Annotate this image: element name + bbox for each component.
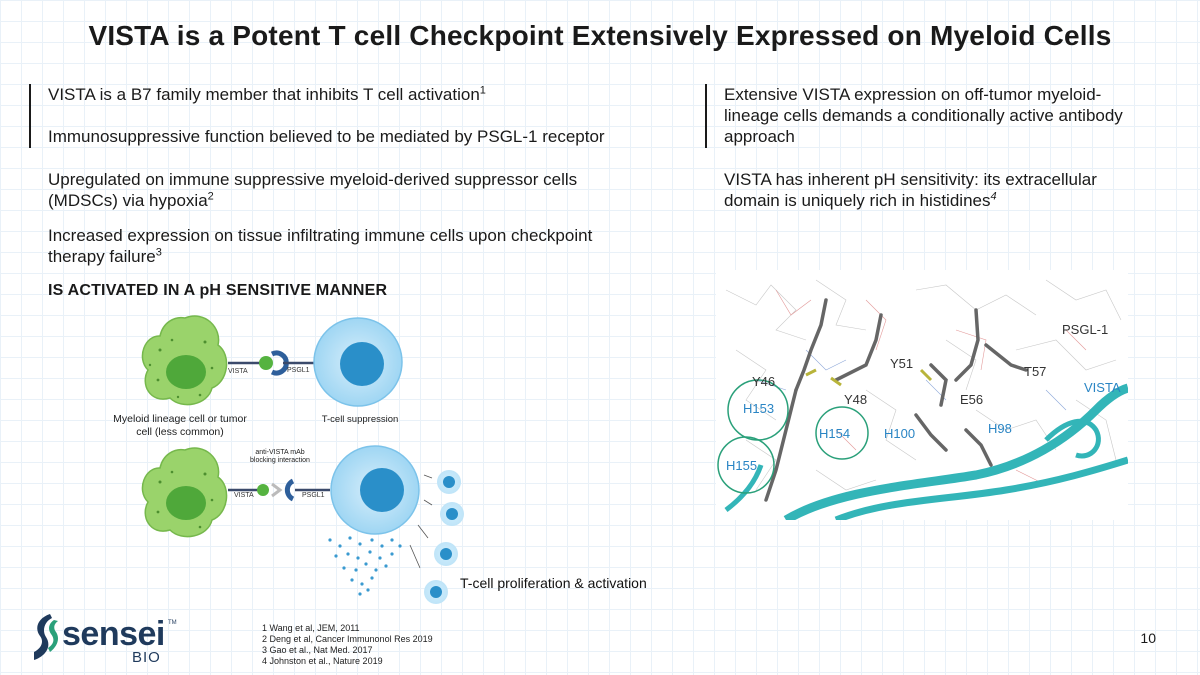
left-point-2: Immunosuppressive function believed to b…	[48, 127, 605, 146]
page-number: 10	[1140, 630, 1156, 646]
psgl1-sticks	[764, 298, 1028, 502]
vista-label-top: VISTA	[228, 368, 248, 375]
proliferation-caption: T-cell proliferation & activation	[460, 575, 647, 591]
tcell-suppression-caption: T-cell suppression	[321, 414, 399, 425]
ph-sensitive-heading: IS ACTIVATED IN A pH SENSITIVE MANNER	[48, 282, 388, 299]
sulfate-groups	[805, 368, 933, 387]
right-point-2: VISTA has inherent pH sensitivity: its e…	[724, 170, 1097, 210]
label-h98: H98	[988, 421, 1012, 436]
logo-wordmark: sensei	[62, 615, 165, 653]
label-e56: E56	[960, 392, 983, 407]
footnote-2: 2 Deng et al, Cancer Immunonol Res 2019	[262, 634, 433, 644]
label-h155: H155	[726, 458, 757, 473]
right-accent-bar	[705, 84, 707, 148]
logo-bio: BIO	[132, 649, 161, 666]
footnote-1: 1 Wang et al, JEM, 2011	[262, 623, 360, 633]
logo-trademark: TM	[168, 620, 177, 626]
psgl1-label-top: PSGL1	[287, 367, 310, 374]
cytokine-release	[328, 536, 402, 596]
vista-ribbon	[724, 383, 1128, 520]
blocking-caption: anti-VISTA mAb blocking interaction	[250, 449, 310, 464]
label-y46: Y46	[752, 374, 775, 389]
psgl1-label-bottom: PSGL1	[302, 492, 325, 499]
label-t57: T57	[1024, 364, 1046, 379]
footnote-3: 3 Gao et al., Nat Med. 2017	[262, 645, 373, 655]
histidine-highlight-circles	[717, 379, 869, 494]
protein-structure-image: PSGL-1 T57 Y51 Y46 Y48 E56 VISTA H153 H1…	[716, 270, 1128, 520]
slide-title: VISTA is a Potent T cell Checkpoint Exte…	[88, 20, 1112, 51]
myeloid-cell-top	[141, 315, 228, 406]
left-point-3: Upregulated on immune suppressive myeloi…	[48, 170, 578, 210]
label-y51: Y51	[890, 356, 913, 371]
vista-psgl1-bound-top	[228, 350, 318, 376]
left-point-1: VISTA is a B7 family member that inhibit…	[48, 84, 486, 104]
tcell-suppressed	[313, 317, 403, 407]
footnote-4: 4 Johnston et al., Nature 2019	[262, 656, 383, 666]
left-point-4: Increased expression on tissue infiltrat…	[48, 226, 593, 266]
label-vista: VISTA	[1084, 380, 1121, 395]
mechanism-diagram	[141, 315, 464, 604]
sensei-logo-icon	[34, 614, 58, 660]
proliferating-tcells	[409, 470, 464, 604]
tcell-active	[330, 445, 420, 535]
label-h100: H100	[884, 426, 915, 441]
label-h153: H153	[743, 401, 774, 416]
label-h154: H154	[819, 426, 850, 441]
label-psgl1: PSGL-1	[1062, 322, 1108, 337]
myeloid-caption: Myeloid lineage cell or tumor cell (less…	[113, 413, 247, 438]
vista-label-bottom: VISTA	[234, 492, 254, 499]
right-point-1: Extensive VISTA expression on off-tumor …	[724, 85, 1123, 146]
vista-psgl1-blocked	[228, 478, 330, 502]
structure-labels: PSGL-1 T57 Y51 Y46 Y48 E56 VISTA H153 H1…	[726, 322, 1121, 473]
label-y48: Y48	[844, 392, 867, 407]
left-accent-bar	[29, 84, 31, 148]
myeloid-cell-bottom	[141, 447, 228, 538]
